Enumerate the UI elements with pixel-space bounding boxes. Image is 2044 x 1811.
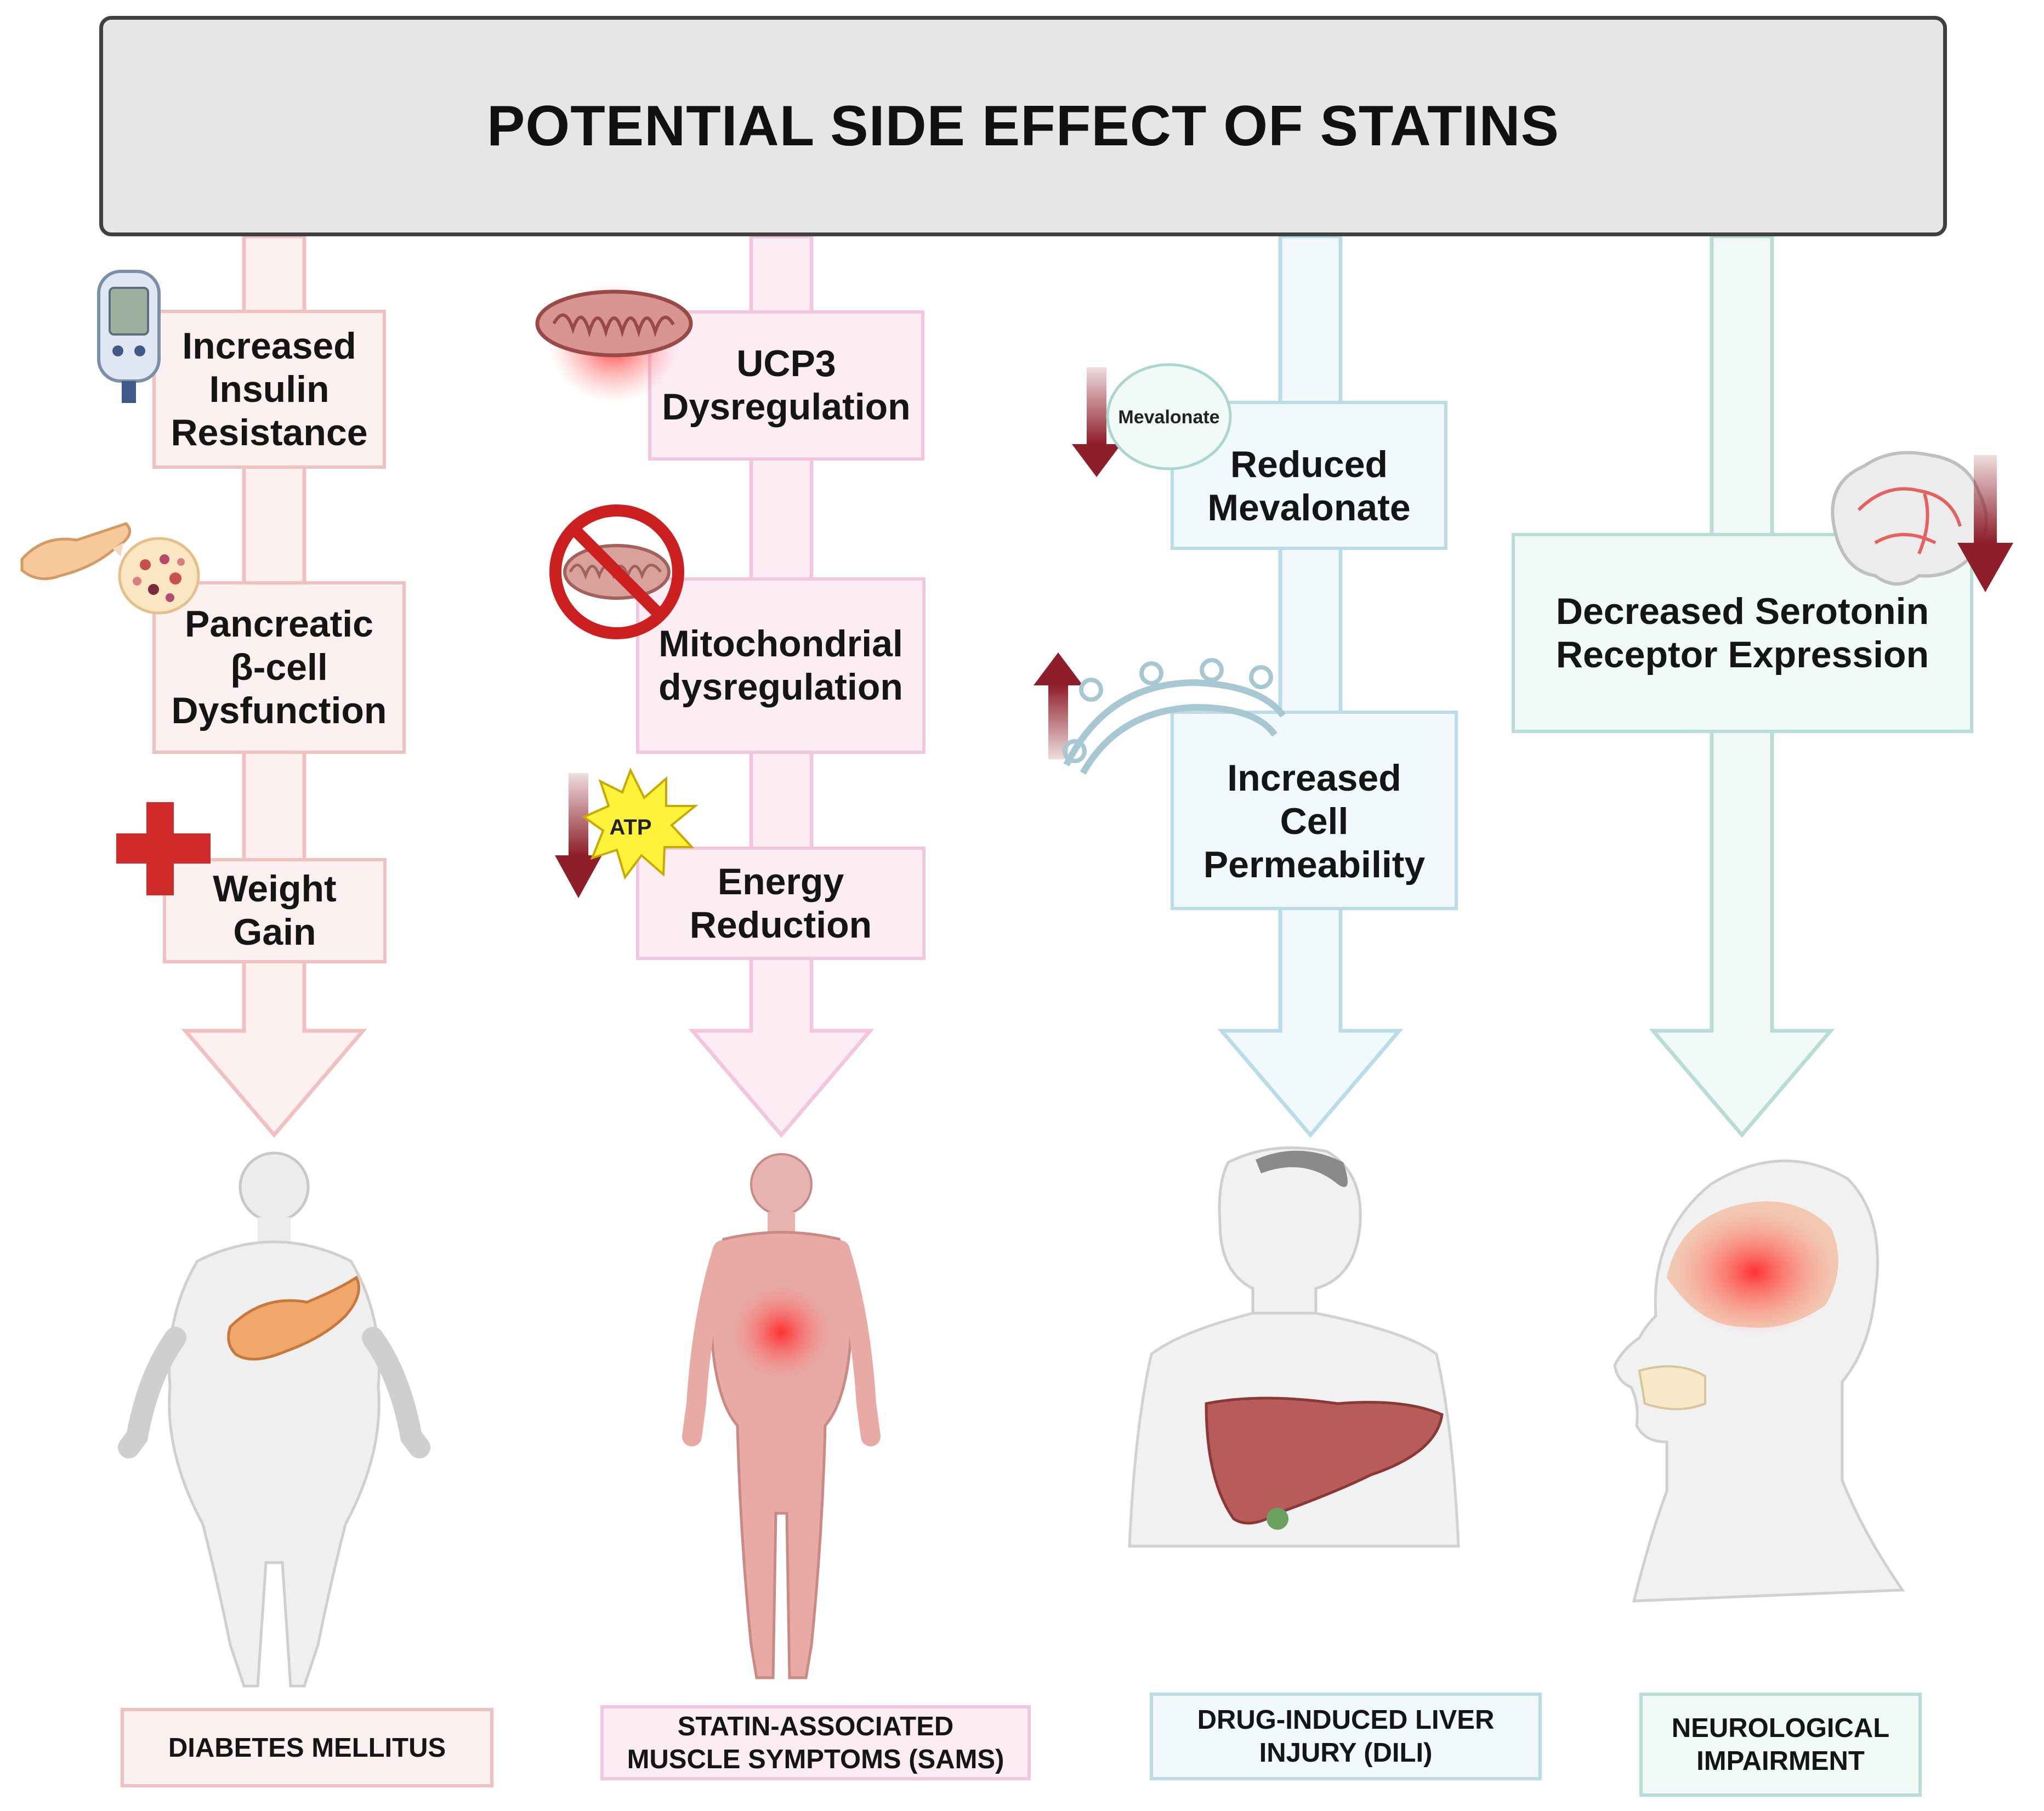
outcome-sams: STATIN-ASSOCIATED MUSCLE SYMPTOMS (SAMS) xyxy=(600,1705,1031,1780)
column-3-arrow xyxy=(1217,234,1404,1138)
step-ucp3-dysregulation: UCP3 Dysregulation xyxy=(648,310,924,461)
diagram-title: POTENTIAL SIDE EFFECT OF STATINS xyxy=(486,94,1560,158)
atp-label: ATP xyxy=(609,815,651,839)
title-box: POTENTIAL SIDE EFFECT OF STATINS xyxy=(99,16,1947,236)
step-mitochondrial-dysregulation: Mitochondrial dysregulation xyxy=(636,577,926,754)
mitochondrion-icon xyxy=(535,282,693,403)
step-reduced-mevalonate: Reduced Mevalonate xyxy=(1171,401,1447,550)
step-increased-cell-permeability: Increased Cell Permeability xyxy=(1171,711,1458,910)
permeability-up-arrow-icon xyxy=(1034,652,1083,759)
atp-down-arrow-icon xyxy=(555,773,602,898)
torso-liver-icon xyxy=(1128,1146,1460,1548)
step-energy-reduction: Energy Reduction xyxy=(636,847,926,960)
obese-body-pancreas-icon xyxy=(118,1151,430,1688)
no-mitochondrion-icon xyxy=(549,504,684,639)
pancreas-cells-icon xyxy=(20,522,200,615)
red-plus-icon xyxy=(116,802,211,895)
atp-burst-icon: ATP xyxy=(581,768,699,880)
brain-icon xyxy=(1831,451,1988,586)
glucometer-icon xyxy=(97,270,161,403)
step-pancreatic-beta-cell-dysfunction: Pancreatic β-cell Dysfunction xyxy=(152,581,406,754)
step-increased-insulin-resistance: Increased Insulin Resistance xyxy=(152,310,386,469)
muscle-body-icon xyxy=(682,1153,881,1679)
step-weight-gain: Weight Gain xyxy=(163,858,387,963)
membrane-icon xyxy=(1063,658,1286,775)
outcome-diabetes-mellitus: DIABETES MELLITUS xyxy=(121,1708,493,1787)
head-brain-icon xyxy=(1613,1159,1905,1603)
outcome-dili: DRUG-INDUCED LIVER INJURY (DILI) xyxy=(1150,1693,1542,1780)
mevalonate-oval-icon: Mevalonate xyxy=(1106,363,1232,470)
mevalonate-label: Mevalonate xyxy=(1118,407,1219,428)
mevalonate-down-arrow-icon xyxy=(1072,367,1121,477)
outcome-neurological-impairment: NEUROLOGICAL IMPAIRMENT xyxy=(1639,1693,1922,1797)
serotonin-down-arrow-icon xyxy=(1957,455,2013,592)
